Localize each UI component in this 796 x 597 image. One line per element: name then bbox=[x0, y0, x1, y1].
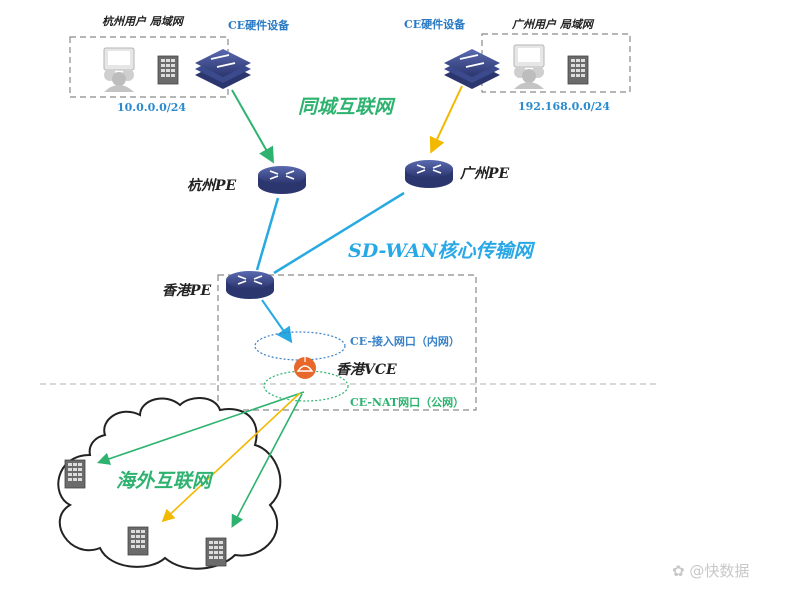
watermark: ✿ @快数据 bbox=[672, 560, 749, 581]
guangzhou-lan-title: 广州用户 局域网 bbox=[512, 18, 593, 31]
guangzhou-server-icon bbox=[567, 55, 589, 85]
link-guangzhou-ce-to-pe bbox=[429, 85, 463, 154]
hangzhou-pe-label: 杭州PE bbox=[187, 178, 237, 194]
sdwan-core-label: SD-WAN核心传输网 bbox=[348, 240, 533, 262]
guangzhou-lan-box bbox=[481, 33, 631, 93]
link-vce-to-server-3 bbox=[231, 393, 303, 528]
guangzhou-pe-label: 广州PE bbox=[460, 166, 510, 182]
inner-port-label: CE-接入网口（内网） bbox=[350, 335, 460, 348]
hangzhou-ce-label: CE硬件设备 bbox=[228, 19, 290, 32]
overseas-server-2-icon bbox=[127, 526, 149, 556]
guangzhou-subnet: 192.168.0.0/24 bbox=[518, 100, 611, 113]
guangzhou-ce-switch-icon bbox=[443, 48, 501, 90]
hongkong-vce-label: 香港VCE bbox=[336, 362, 397, 378]
inner-port-ellipse bbox=[254, 331, 346, 361]
hangzhou-lan-title: 杭州用户 局域网 bbox=[102, 15, 183, 28]
hangzhou-subnet: 10.0.0.0/24 bbox=[117, 101, 187, 114]
link-hangzhou-ce-to-pe bbox=[231, 89, 274, 164]
overseas-server-3-icon bbox=[205, 537, 227, 567]
guangzhou-users-icon bbox=[513, 44, 545, 90]
overseas-internet-label: 海外互联网 bbox=[116, 470, 212, 492]
hongkong-pe-router-icon bbox=[225, 270, 275, 300]
hongkong-vce-icon bbox=[294, 357, 316, 379]
link-vce-to-server-1 bbox=[96, 391, 305, 465]
link-vce-to-server-2 bbox=[161, 392, 301, 523]
nat-port-label: CE-NAT网口（公网） bbox=[350, 396, 465, 409]
hangzhou-server-icon bbox=[157, 55, 179, 85]
hangzhou-users-icon bbox=[103, 47, 135, 93]
guangzhou-ce-label: CE硬件设备 bbox=[404, 18, 466, 31]
watermark-text: @快数据 bbox=[689, 562, 750, 580]
paw-icon: ✿ bbox=[672, 562, 685, 580]
guangzhou-pe-router-icon bbox=[404, 159, 454, 189]
overseas-internet-cloud bbox=[57, 397, 282, 570]
link-guangzhou-pe-to-hongkong-pe bbox=[273, 191, 405, 275]
hongkong-site-box bbox=[217, 274, 477, 411]
hangzhou-lan-box bbox=[69, 36, 229, 98]
hangzhou-ce-switch-icon bbox=[194, 48, 252, 90]
hongkong-pe-label: 香港PE bbox=[162, 283, 212, 299]
metro-internet-label: 同城互联网 bbox=[298, 96, 394, 118]
overseas-server-1-icon bbox=[64, 459, 86, 489]
hangzhou-pe-router-icon bbox=[257, 165, 307, 195]
link-hangzhou-pe-to-hongkong-pe bbox=[255, 197, 280, 271]
